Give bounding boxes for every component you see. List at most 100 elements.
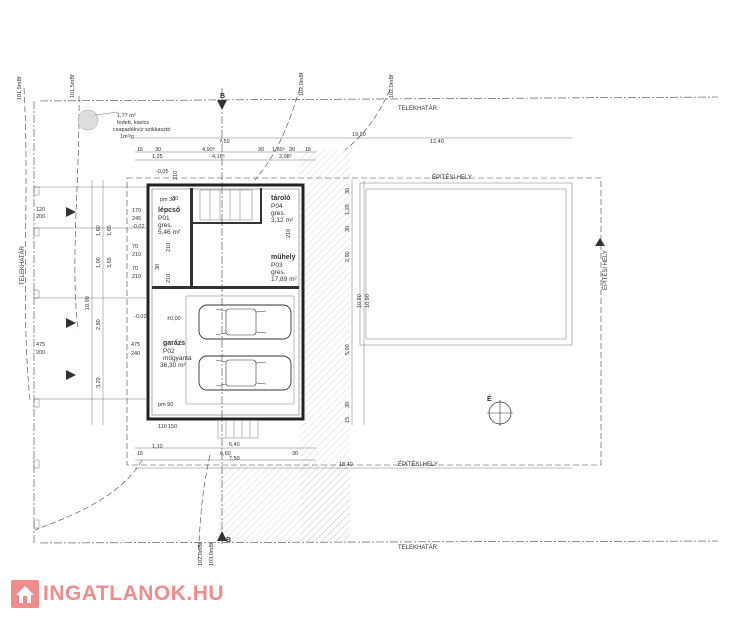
wall-storage-bottom bbox=[190, 222, 262, 224]
dim-left-1-60: 1,60 bbox=[96, 225, 102, 236]
door-210c: 210 bbox=[132, 252, 141, 258]
contour-line-1 bbox=[74, 95, 80, 331]
north-label: É bbox=[487, 394, 492, 403]
building-zone-label-right: ÉPÍTÉSI HELY bbox=[602, 250, 609, 290]
door-30b: 30 bbox=[155, 264, 161, 270]
contour-line-4 bbox=[344, 89, 391, 151]
window-left-4 bbox=[33, 398, 40, 408]
room-garage-floor: műgyanta bbox=[163, 355, 192, 362]
property-label-bottom: TELEKHATÁR bbox=[398, 544, 438, 551]
dim-top-1-25: 1,25 bbox=[152, 154, 163, 160]
dim-top-1-60: 1,60⁵ bbox=[272, 146, 285, 153]
door-210d: 210 bbox=[132, 274, 141, 280]
dim-left-10-90: 10,90 bbox=[85, 296, 91, 310]
section-marker-top bbox=[217, 100, 227, 110]
contour-line-2 bbox=[23, 87, 31, 401]
property-line-bottom bbox=[39, 540, 719, 544]
room-storage-code: P04 bbox=[271, 203, 283, 210]
level-m005: -0,05 bbox=[156, 169, 169, 175]
terrace-inner bbox=[365, 188, 567, 340]
dim-bottom-150: 150 bbox=[168, 424, 177, 430]
room-stair-code: P01 bbox=[158, 215, 170, 222]
dim-top-4-16: 4,16⁵ bbox=[212, 153, 225, 160]
dim-top-30c: 30 bbox=[289, 147, 295, 153]
window-left-3 bbox=[33, 289, 40, 299]
window-200b: 200 bbox=[36, 350, 45, 356]
building-wall-inner bbox=[151, 188, 300, 416]
section-label-top: B bbox=[220, 93, 225, 100]
room-workshop-floor: gres. bbox=[271, 269, 286, 276]
door-210e: 210 bbox=[166, 274, 172, 283]
door-210f: 210 bbox=[286, 229, 292, 238]
window-left-5 bbox=[33, 459, 40, 469]
dim-top-15b: 15 bbox=[305, 147, 311, 153]
wall-storage-vert bbox=[260, 188, 262, 224]
contour-label-3: 102,0mBf bbox=[299, 72, 305, 96]
section-marker-bottom bbox=[217, 531, 227, 541]
room-garage-code: P02 bbox=[163, 348, 175, 355]
door-240: 240 bbox=[131, 351, 140, 357]
door-245: 245 bbox=[132, 216, 141, 222]
contour-line-3 bbox=[254, 87, 301, 181]
door-210a: 210 bbox=[173, 171, 179, 180]
dim-top-12-40: 12,40 bbox=[430, 139, 444, 145]
dim-right-30c: 30 bbox=[345, 402, 351, 408]
window-200: 200 bbox=[36, 214, 45, 220]
contour-label-5: 102,0mBf bbox=[198, 542, 204, 566]
dim-right-30a: 30 bbox=[345, 188, 351, 194]
dim-right-2-90: 2,90 bbox=[345, 251, 351, 262]
room-stair-floor: gres. bbox=[158, 222, 173, 229]
window-left-1 bbox=[33, 186, 40, 196]
dim-right-10-90: 10,90 bbox=[357, 294, 363, 308]
contour-line-6 bbox=[197, 454, 211, 561]
contour-label-2: 101,5mBf bbox=[70, 74, 76, 98]
dim-right-15: 15 bbox=[345, 417, 351, 423]
wall-storage-left bbox=[190, 188, 193, 286]
car-2 bbox=[198, 355, 292, 391]
building-zone-outline bbox=[126, 177, 602, 466]
property-label-left: TELEKHATÁR bbox=[19, 245, 26, 285]
dim-bottom-110: 110 bbox=[158, 424, 167, 430]
brand-name: INGATLANOK.HU bbox=[43, 582, 225, 605]
contour-label-6: 103,0mBf bbox=[209, 542, 215, 566]
dim-left-1-65: 1,65 bbox=[107, 225, 113, 236]
room-storage-floor: gres. bbox=[271, 210, 286, 217]
dim-right-1-20: 1,20 bbox=[345, 204, 351, 215]
room-garage-name: garázs bbox=[163, 340, 185, 347]
window-120: 120 bbox=[36, 207, 45, 213]
dim-top-30b: 30 bbox=[258, 147, 264, 153]
building-zone-label-bottom: ÉPÍTÉSI HELY bbox=[398, 461, 438, 468]
dim-left-1-00: 1,00 bbox=[96, 257, 102, 268]
door-210b: 210 bbox=[166, 243, 172, 252]
level-m002b: -0,02 bbox=[134, 314, 147, 320]
hatched-terrain-lower bbox=[218, 465, 350, 542]
ingatlanok-logo[interactable]: INGATLANOK.HU bbox=[10, 577, 224, 611]
dim-bottom-6-40: 6,40 bbox=[229, 442, 240, 448]
dim-right-5-90: 5,90 bbox=[345, 344, 351, 355]
dim-right-10-90b: 10,90 bbox=[365, 294, 371, 308]
room-stair-name: lépcső bbox=[158, 207, 180, 214]
note-line2: csapadékvíz szikkasztó bbox=[113, 127, 170, 133]
door-70b: 70 bbox=[132, 266, 138, 272]
dim-bottom-30: 30 bbox=[292, 451, 298, 457]
contour-label-1: 101,5mBf bbox=[17, 76, 23, 100]
dim-top-30a: 30 bbox=[155, 147, 161, 153]
arrow-icon-1 bbox=[66, 207, 76, 217]
outdoor-stairs bbox=[217, 419, 259, 439]
dim-top-4-90: 4,90⁵ bbox=[202, 146, 215, 153]
arrow-icon-2 bbox=[66, 318, 76, 328]
dim-left-2-80: 2,80 bbox=[96, 319, 102, 330]
door-70a: 70 bbox=[132, 244, 138, 250]
drain-symbol bbox=[77, 109, 99, 131]
wall-workshop-bottom bbox=[152, 286, 299, 289]
room-workshop-code: P03 bbox=[271, 262, 283, 269]
dim-top-2-08: 2,08⁵ bbox=[279, 153, 292, 160]
note-line1: fedett, kavics bbox=[117, 120, 149, 126]
dim-bottom-7-50: 7,50 bbox=[229, 456, 240, 462]
building-zone-label-top: ÉPÍTÉSI HELY bbox=[432, 174, 472, 181]
contour-label-4: 102,0mBf bbox=[389, 74, 395, 98]
room-stair-area: 5,46 m² bbox=[158, 229, 181, 236]
dim-left-3-20: 3,20 bbox=[96, 377, 102, 388]
dim-top-15a: 15 bbox=[137, 147, 143, 153]
